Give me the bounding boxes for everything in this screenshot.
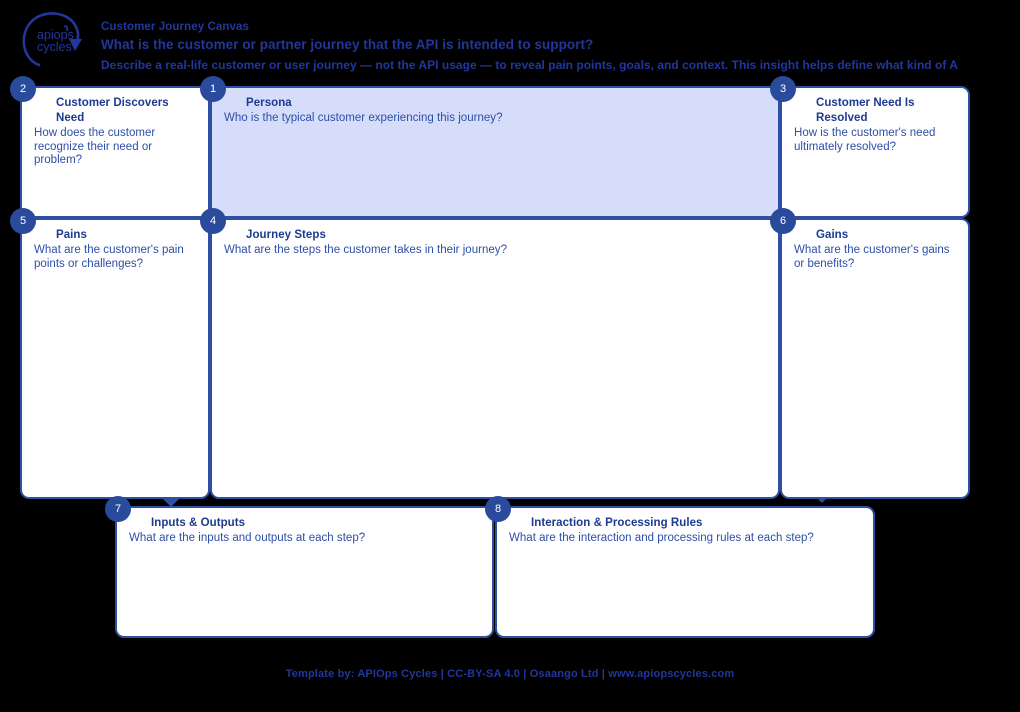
card-customer-discovers-need[interactable]: 2 Customer Discovers Need How does the c…: [10, 76, 210, 218]
card-journey-steps[interactable]: 4 Journey Steps What are the steps the c…: [200, 208, 780, 499]
card-badge-5: 5: [10, 208, 36, 234]
card-interaction-processing-rules[interactable]: 8 Interaction & Processing Rules What ar…: [485, 496, 875, 638]
connector-arrow-inputs: [162, 498, 180, 507]
card-gains[interactable]: 6 Gains What are the customer's gains or…: [770, 208, 970, 499]
card-inputs-outputs[interactable]: 7 Inputs & Outputs What are the inputs a…: [105, 496, 494, 638]
apiops-cycles-logo: apiops cycles: [17, 9, 89, 73]
card-pains[interactable]: 5 Pains What are the customer's pain poi…: [10, 208, 210, 499]
card-prompt: What are the customer's pain points or c…: [34, 244, 184, 270]
card-persona[interactable]: 1 Persona Who is the typical customer ex…: [200, 76, 780, 218]
card-body: Interaction & Processing Rules What are …: [497, 508, 873, 636]
card-title: Journey Steps: [246, 229, 326, 241]
card-title: Customer Need Is Resolved: [816, 97, 915, 124]
card-body: Pains What are the customer's pain point…: [22, 220, 208, 497]
card-prompt: What are the customer's gains or benefit…: [794, 244, 950, 270]
card-body: Gains What are the customer's gains or b…: [782, 220, 968, 497]
card-body: Customer Discovers Need How does the cus…: [22, 88, 208, 216]
card-badge-7: 7: [105, 496, 131, 522]
card-title: Pains: [56, 229, 87, 241]
page-header: apiops cycles Customer Journey Canvas Wh…: [0, 0, 1020, 80]
card-body: Journey Steps What are the steps the cus…: [212, 220, 778, 497]
card-title: Customer Discovers Need: [56, 97, 169, 124]
svg-text:cycles: cycles: [37, 40, 72, 54]
card-prompt: How is the customer's need ultimately re…: [794, 127, 936, 153]
canvas-title: Customer Journey Canvas: [101, 21, 250, 33]
card-prompt: Who is the typical customer experiencing…: [224, 112, 503, 124]
card-badge-6: 6: [770, 208, 796, 234]
card-title: Interaction & Processing Rules: [531, 517, 703, 529]
card-body: Inputs & Outputs What are the inputs and…: [117, 508, 492, 636]
card-customer-need-is-resolved[interactable]: 3 Customer Need Is Resolved How is the c…: [770, 76, 970, 218]
card-prompt: What are the interaction and processing …: [509, 532, 814, 544]
card-badge-2: 2: [10, 76, 36, 102]
canvas-description: Describe a real-life customer or user jo…: [101, 58, 958, 72]
footer-attribution: Template by: APIOps Cycles | CC-BY-SA 4.…: [285, 668, 735, 680]
card-prompt: How does the customer recognize their ne…: [34, 127, 156, 166]
card-title: Persona: [246, 97, 292, 109]
card-badge-8: 8: [485, 496, 511, 522]
header-text-block: Customer Journey Canvas What is the cust…: [101, 19, 1020, 75]
card-body: Persona Who is the typical customer expe…: [212, 88, 778, 216]
card-title: Gains: [816, 229, 849, 241]
card-badge-1: 1: [200, 76, 226, 102]
card-title: Inputs & Outputs: [151, 517, 246, 529]
card-prompt: What are the steps the customer takes in…: [224, 244, 507, 256]
card-body: Customer Need Is Resolved How is the cus…: [782, 88, 968, 216]
svg-text:apiops: apiops: [37, 28, 74, 42]
card-prompt: What are the inputs and outputs at each …: [129, 532, 366, 544]
card-badge-4: 4: [200, 208, 226, 234]
card-badge-3: 3: [770, 76, 796, 102]
canvas-question: What is the customer or partner journey …: [101, 37, 594, 52]
